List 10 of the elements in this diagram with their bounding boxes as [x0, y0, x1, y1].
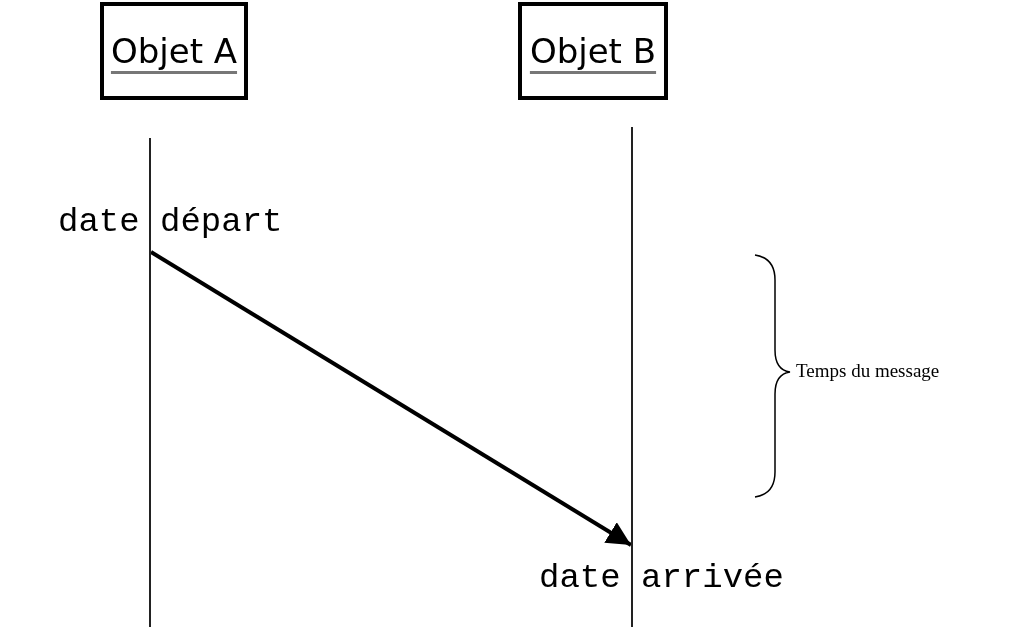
duration-label: Temps du message	[796, 360, 940, 382]
time-label: date arrivée	[539, 558, 784, 598]
lifeline	[149, 138, 151, 627]
object-name: Objet B	[529, 31, 657, 71]
object-name: Objet A	[110, 31, 238, 71]
object-box	[100, 2, 248, 100]
time-label: date départ	[58, 202, 283, 242]
message-arrow	[149, 250, 633, 547]
object-box	[518, 2, 668, 100]
lifeline	[631, 127, 633, 627]
